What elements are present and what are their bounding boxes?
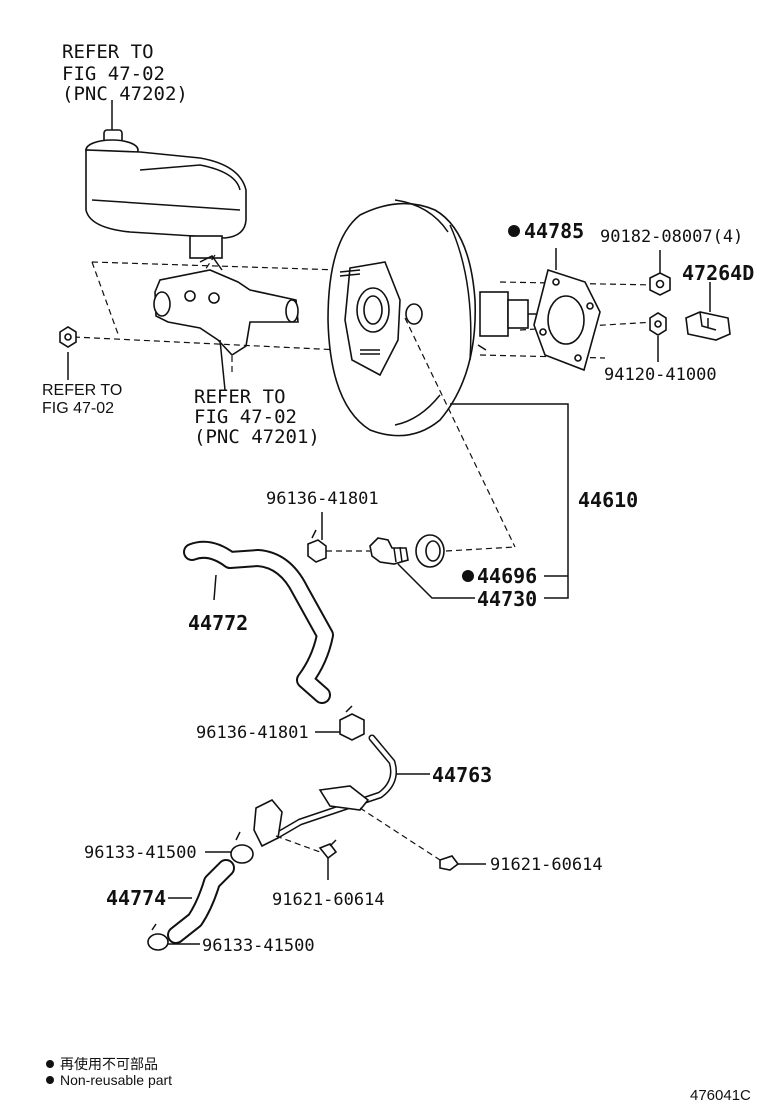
part-96136-41801-lower: 96136-41801 [196, 723, 309, 743]
refer-top-line3: (PNC 47202) [62, 83, 188, 105]
master-cylinder-body [153, 255, 299, 357]
left-nut [59, 326, 77, 348]
hose-44774 [167, 859, 235, 944]
refer-left-line1: REFER TO [42, 382, 122, 399]
part-44763: 44763 [432, 763, 492, 787]
part-44785: 44785 [524, 219, 584, 243]
clip-47264D [685, 311, 731, 341]
non-reusable-mark-44696 [462, 570, 474, 582]
part-94120-41000: 94120-41000 [604, 365, 717, 385]
check-valve-group [307, 317, 516, 568]
vacuum-pipe-44763 [253, 734, 441, 861]
part-91621-60614-lower: 91621-60614 [272, 890, 385, 910]
legend-line-japanese: 再使用不可部品 [60, 1056, 158, 1072]
brake-booster [327, 199, 540, 437]
part-44696: 44696 [477, 564, 537, 588]
clamp-96136-lower [339, 705, 365, 741]
part-91621-60614-right: 91621-60614 [490, 855, 603, 875]
gasket-44785 [533, 268, 601, 372]
part-96133-41500-lower: 96133-41500 [202, 936, 315, 956]
part-44774: 44774 [106, 886, 166, 910]
part-44610: 44610 [578, 488, 638, 512]
refer-left-line2: FIG 47-02 [42, 400, 114, 417]
bolt-91621-right [439, 855, 460, 871]
nut-90182 [649, 272, 671, 296]
reservoir-assembly [85, 129, 247, 259]
legend-bullet-1 [46, 1060, 54, 1068]
part-90182-08007: 90182-08007(4) [600, 227, 743, 247]
clamp-96133-upper [230, 831, 254, 864]
part-47264D: 47264D [682, 261, 754, 285]
part-96136-41801-upper: 96136-41801 [266, 489, 379, 509]
leader-lines [67, 100, 711, 945]
figure-id: 476041C [690, 1087, 751, 1104]
nut-94120 [649, 312, 667, 336]
refer-mid-line2: FIG 47-02 [194, 406, 297, 428]
refer-top-line2: FIG 47-02 [62, 63, 165, 85]
legend-bullet-2 [46, 1076, 54, 1084]
part-44730: 44730 [477, 587, 537, 611]
legend-line-english: Non-reusable part [60, 1072, 172, 1088]
bolt-91621-lower [318, 839, 338, 860]
refer-mid-line3: (PNC 47201) [194, 426, 320, 448]
part-96133-41500-upper: 96133-41500 [84, 843, 197, 863]
refer-top-line1: REFER TO [62, 41, 154, 63]
vacuum-hose-44772 [183, 540, 334, 704]
part-44772: 44772 [188, 611, 248, 635]
clamp-96133-lower [147, 923, 169, 951]
refer-mid-line1: REFER TO [194, 386, 286, 408]
non-reusable-mark-44785 [508, 225, 520, 237]
